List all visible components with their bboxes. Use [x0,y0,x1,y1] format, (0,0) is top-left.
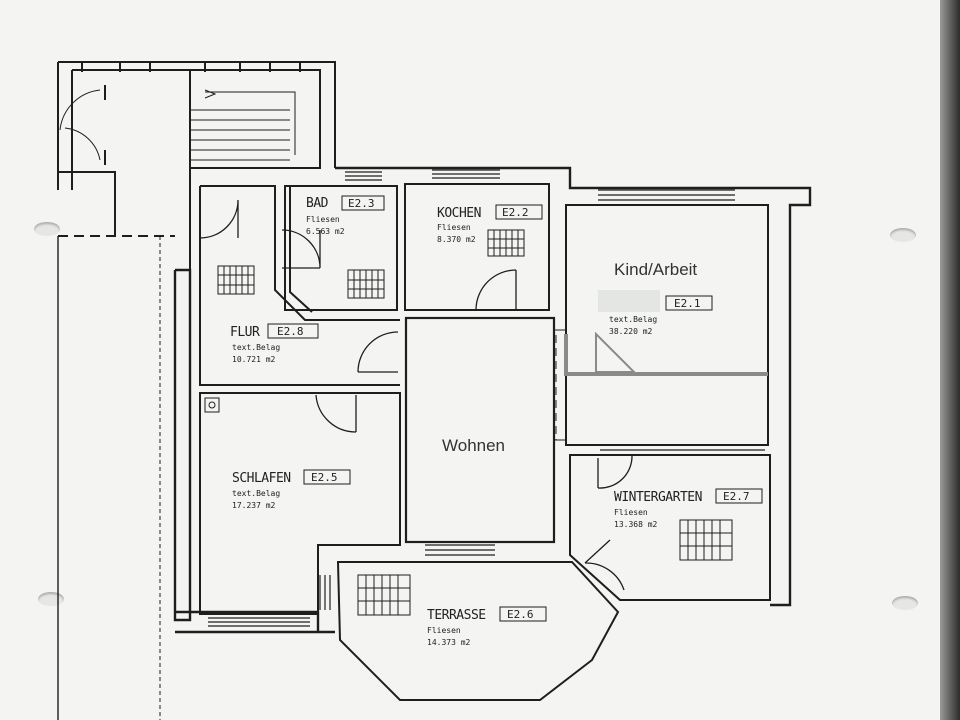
page-edge-shadow [940,0,960,720]
punch-hole-top [34,222,60,236]
bad-floor: Fliesen [306,215,340,224]
terrasse-code: E2.6 [507,608,534,621]
kochen-area: 8.370 m2 [437,235,476,244]
bad-area: 6.563 m2 [306,227,345,236]
punch-hole-right-top [890,228,916,242]
flur-floor: text.Belag [232,343,280,352]
kind-floor: text.Belag [609,315,657,324]
kochen-name: KOCHEN [437,206,481,221]
wohnen-walls [404,316,566,544]
kochen-code: E2.2 [502,206,529,219]
flur-area: 10.721 m2 [232,355,276,364]
schlafen-code: E2.5 [311,471,338,484]
kind-walls [565,204,769,446]
room-labels: BAD E2.3 Fliesen 6.563 m2 KOCHEN E2.2 Fl… [230,196,750,647]
terrasse-name: TERRASSE [427,608,486,623]
flur-walls [199,183,550,386]
kind-area: 38.220 m2 [609,327,653,336]
room-code-boxes [267,195,763,622]
wintergarten-floor: Fliesen [614,508,648,517]
schlafen-area: 17.237 m2 [232,501,276,510]
wintergarten-name: WINTERGARTEN [614,490,702,505]
windows [208,169,765,627]
wintergarten-area: 13.368 m2 [614,520,658,529]
bad-code: E2.3 [348,197,375,210]
schlafen-name: SCHLAFEN [232,471,291,486]
doors [199,199,633,591]
edit-overlay [564,290,768,376]
flur-name: FLUR [230,325,260,340]
punch-hole-right-bottom [892,596,918,610]
terrasse-walls [336,561,620,701]
terrasse-floor: Fliesen [427,626,461,635]
kind-title: Kind/Arbeit [614,260,697,279]
tile-hatches [217,229,733,616]
stair-zone [57,61,336,720]
wintergarten-code: E2.7 [723,490,750,503]
kind-code: E2.1 [674,297,701,310]
kochen-floor: Fliesen [437,223,471,232]
bad-name: BAD [306,196,329,211]
wohnen-title: Wohnen [442,436,505,455]
schlafen-walls [199,392,401,615]
schlafen-floor: text.Belag [232,489,280,498]
wintergarten-walls [569,454,771,601]
terrasse-area: 14.373 m2 [427,638,471,647]
flur-code: E2.8 [277,325,304,338]
